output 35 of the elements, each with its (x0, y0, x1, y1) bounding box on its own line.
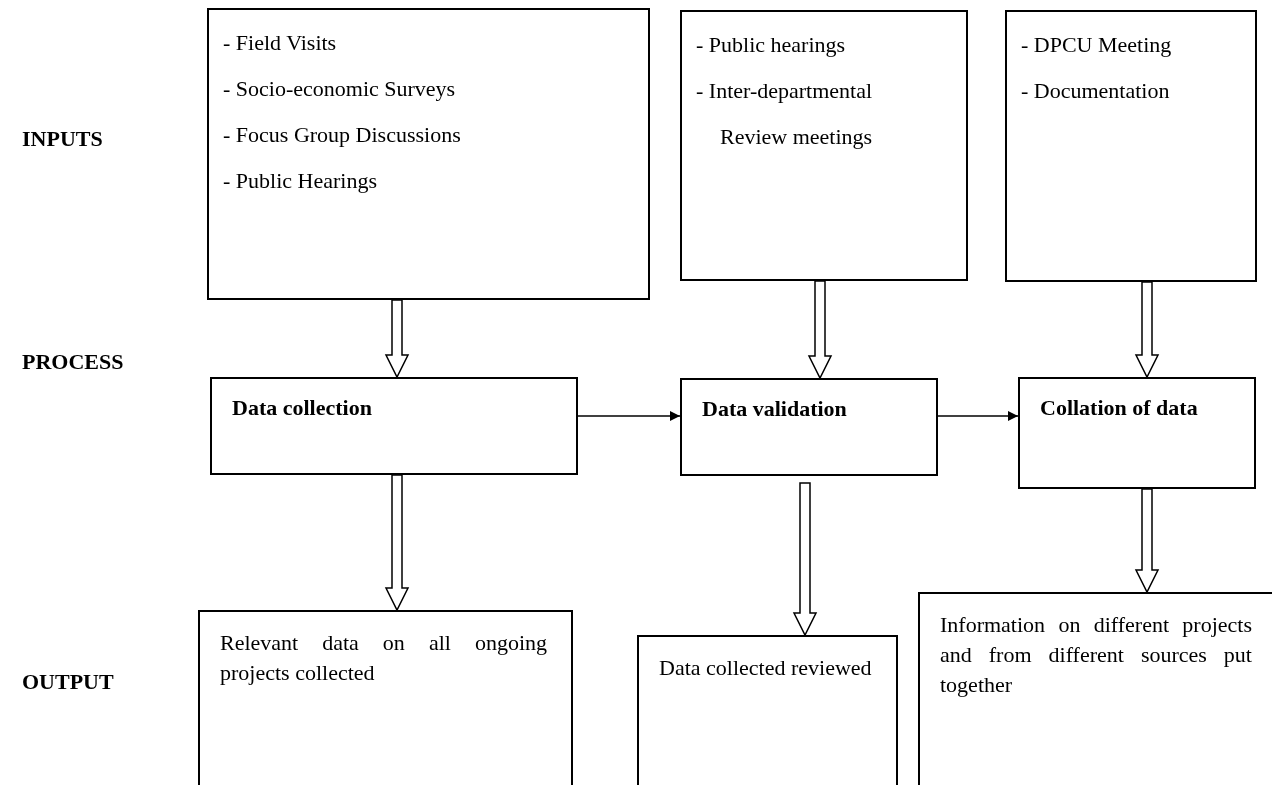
hollow-arrow (792, 482, 818, 637)
hollow-arrow (384, 299, 410, 379)
process-box (1018, 377, 1256, 489)
process-title: Data validation (702, 395, 848, 423)
process-box (680, 378, 938, 476)
stage-label: OUTPUT (22, 668, 114, 696)
input-item: - Socio-economic Surveys (223, 76, 457, 102)
stage-label: INPUTS (22, 125, 103, 153)
input-box (1005, 10, 1257, 282)
input-box (207, 8, 650, 300)
input-item: - Public Hearings (223, 168, 378, 194)
output-box (198, 610, 573, 785)
arrow (937, 411, 1019, 421)
input-item: - Inter-departmental (696, 78, 874, 104)
output-box (637, 635, 898, 785)
input-item: - DPCU Meeting (1021, 32, 1173, 58)
hollow-arrow (1134, 488, 1160, 594)
process-box (210, 377, 578, 475)
output-text: Data collected reviewed (659, 654, 872, 682)
hollow-arrow (807, 280, 833, 380)
input-item: - Public hearings (696, 32, 847, 58)
hollow-arrow (1134, 281, 1160, 379)
output-text: Information on different projects and from different sources put together (940, 611, 1252, 699)
process-title: Data collection (232, 394, 373, 422)
process-title: Collation of data (1040, 394, 1199, 422)
hollow-arrow (384, 474, 410, 612)
stage-label: PROCESS (22, 348, 124, 376)
arrow (577, 411, 681, 421)
input-box (680, 10, 968, 281)
output-text: Relevant data on all ongoing projects collected (220, 629, 547, 687)
input-item: - Field Visits (223, 30, 338, 56)
input-item: Review meetings (719, 124, 874, 150)
input-item: - Documentation (1021, 78, 1171, 104)
input-item: - Focus Group Discussions (223, 122, 462, 148)
output-box (918, 592, 1272, 785)
